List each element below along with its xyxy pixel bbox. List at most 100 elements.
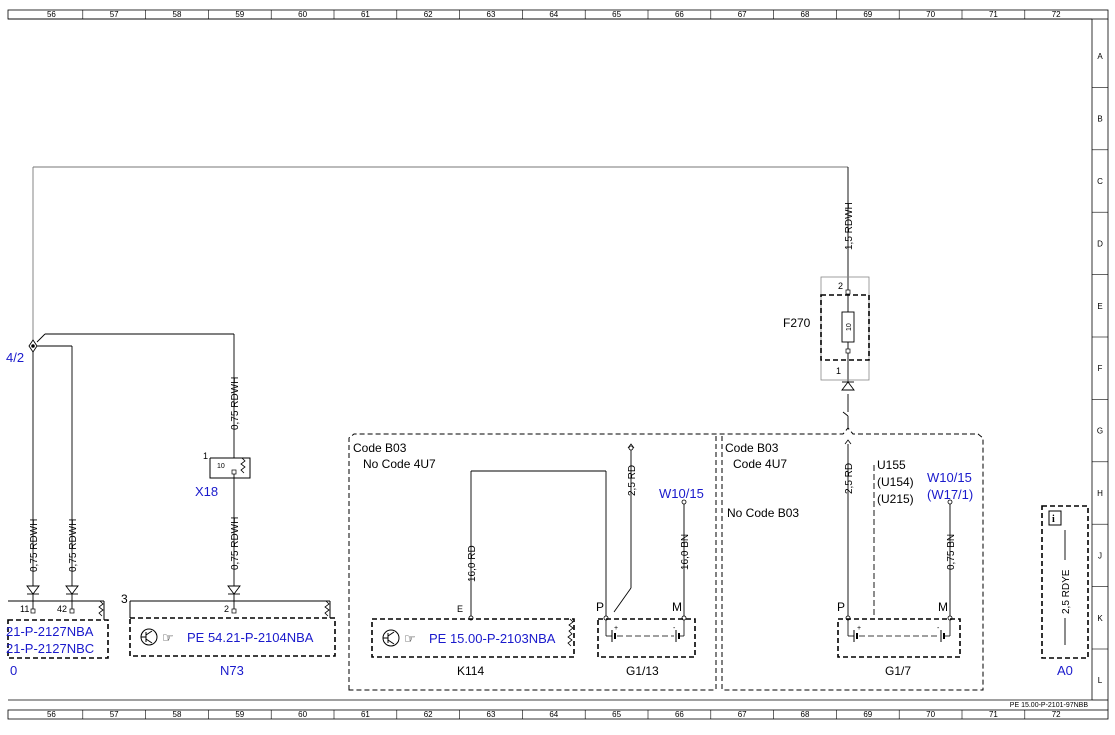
g1-7-battery: + - P M G1/7 bbox=[837, 600, 961, 678]
column-label: 71 bbox=[989, 10, 998, 19]
row-label: G bbox=[1097, 427, 1103, 436]
code-b03-right-label: Code B03 bbox=[725, 441, 779, 455]
transistor-icon bbox=[140, 628, 158, 646]
left-component: 11 42 21-P-2127NBA 21-P-2127NBC 0 bbox=[6, 594, 109, 678]
no-code-4u7-label: No Code 4U7 bbox=[363, 457, 436, 471]
g1-7-pin-m: M bbox=[938, 600, 948, 614]
w10-15-right-reference[interactable]: W10/15 bbox=[927, 470, 972, 485]
g1-13-label: G1/13 bbox=[626, 664, 659, 678]
wire-label-a0-rdye: 2,5 RDYE bbox=[1061, 569, 1072, 614]
w17-1-reference[interactable]: (W17/1) bbox=[927, 487, 973, 502]
k114-component: E ☞ PE 15.00-P-2103NBA K114 bbox=[371, 604, 575, 678]
column-label: 57 bbox=[110, 10, 119, 19]
wire-label-g17-bn: 0,75 BN bbox=[946, 534, 957, 570]
wire-labels: 1,5 RDWH 0,75 RDWH 0,75 RDWH 0,75 RDWH 0… bbox=[29, 202, 1072, 614]
k114-pin-e: E bbox=[457, 604, 463, 614]
column-label: 72 bbox=[1052, 710, 1061, 719]
column-label: 57 bbox=[110, 710, 119, 719]
column-label: 66 bbox=[675, 710, 684, 719]
g1-7-plus: + bbox=[857, 625, 861, 632]
wire-label-g113-rd: 2,5 RD bbox=[627, 465, 638, 496]
k114-reference[interactable]: PE 15.00-P-2103NBA bbox=[429, 631, 556, 646]
column-label: 72 bbox=[1052, 10, 1061, 19]
column-label: 56 bbox=[47, 10, 56, 19]
row-label: H bbox=[1097, 489, 1103, 498]
terminals bbox=[468, 439, 953, 621]
code-4u7-label: Code 4U7 bbox=[733, 457, 787, 471]
left-pin-42: 42 bbox=[57, 604, 67, 614]
connector-arrows bbox=[26, 381, 855, 595]
a0-component: i A0 bbox=[1041, 505, 1089, 678]
x18-fuse-value: 10 bbox=[217, 463, 225, 470]
column-label: 61 bbox=[361, 10, 370, 19]
column-label: 60 bbox=[298, 10, 307, 19]
left-component-label[interactable]: 0 bbox=[10, 663, 17, 678]
row-label: A bbox=[1097, 52, 1103, 61]
code-b03-label: Code B03 bbox=[353, 441, 407, 455]
left-reference-1[interactable]: 21-P-2127NBA bbox=[6, 624, 94, 639]
document-reference: PE 15.00-P-2101-97NBB bbox=[1010, 702, 1089, 709]
g1-7-minus: - bbox=[937, 625, 940, 632]
row-label: E bbox=[1097, 302, 1102, 311]
column-label: 68 bbox=[801, 10, 810, 19]
u215-label: (U215) bbox=[877, 492, 914, 506]
wire-label-left-1: 0,75 RDWH bbox=[29, 519, 40, 572]
column-label: 59 bbox=[235, 10, 244, 19]
g1-7-label: G1/7 bbox=[885, 664, 911, 678]
row-label: L bbox=[1098, 676, 1103, 685]
column-label: 61 bbox=[361, 710, 370, 719]
g1-13-battery: + - P M G1/13 bbox=[596, 600, 696, 678]
column-label: 58 bbox=[173, 710, 182, 719]
n73-label[interactable]: N73 bbox=[220, 663, 244, 678]
x18-connector: 10 1 X18 bbox=[195, 451, 251, 499]
n73-pin-2: 2 bbox=[224, 604, 229, 614]
f270-fuse: 10 2 1 F270 bbox=[783, 276, 870, 381]
row-label: J bbox=[1098, 551, 1102, 560]
column-label: 65 bbox=[612, 10, 621, 19]
wires bbox=[32, 166, 1066, 645]
x18-label[interactable]: X18 bbox=[195, 484, 218, 499]
column-label: 58 bbox=[173, 10, 182, 19]
pointing-hand-icon: ☞ bbox=[404, 632, 416, 647]
column-label: 64 bbox=[549, 710, 558, 719]
row-label: F bbox=[1098, 364, 1103, 373]
wire-label-g113-bn: 16,0 BN bbox=[680, 534, 691, 570]
g1-13-minus: - bbox=[673, 625, 676, 632]
column-label: 66 bbox=[675, 10, 684, 19]
f270-pin-1: 1 bbox=[836, 366, 841, 376]
left-reference-2[interactable]: 21-P-2127NBC bbox=[6, 641, 94, 656]
column-label: 63 bbox=[487, 710, 496, 719]
g1-13-pin-p: P bbox=[596, 600, 604, 614]
left-pin-11: 11 bbox=[20, 604, 29, 614]
column-label: 56 bbox=[47, 710, 56, 719]
x18-pin: 1 bbox=[203, 451, 208, 461]
wire-label-1-5-rdwh: 1,5 RDWH bbox=[844, 202, 855, 250]
a0-label[interactable]: A0 bbox=[1057, 663, 1073, 678]
f270-pin-2: 2 bbox=[838, 281, 843, 291]
column-label: 62 bbox=[424, 10, 433, 19]
column-label: 69 bbox=[863, 10, 872, 19]
w10-15-reference[interactable]: W10/15 bbox=[659, 486, 704, 501]
column-label: 65 bbox=[612, 710, 621, 719]
column-label: 59 bbox=[235, 710, 244, 719]
column-label: 60 bbox=[298, 710, 307, 719]
column-label: 69 bbox=[863, 710, 872, 719]
wire-label-x18-top: 0,75 RDWH bbox=[230, 377, 241, 430]
left-node-label[interactable]: 4/2 bbox=[6, 350, 24, 365]
column-label: 71 bbox=[989, 710, 998, 719]
row-label: B bbox=[1097, 115, 1102, 124]
f270-label: F270 bbox=[783, 316, 811, 330]
code-b03-region-left: Code B03 No Code 4U7 W10/15 bbox=[348, 427, 984, 691]
column-label: 67 bbox=[738, 10, 747, 19]
column-label: 62 bbox=[424, 710, 433, 719]
n73-component: 3 2 ☞ PE 54.21-P-2104NBA N73 bbox=[121, 592, 336, 678]
row-label: K bbox=[1097, 614, 1103, 623]
column-label: 64 bbox=[549, 10, 558, 19]
no-code-b03-label: No Code B03 bbox=[727, 506, 799, 520]
n73-reference[interactable]: PE 54.21-P-2104NBA bbox=[187, 630, 314, 645]
column-label: 63 bbox=[487, 10, 496, 19]
wire-label-k114-rd: 16,0 RD bbox=[467, 545, 478, 582]
